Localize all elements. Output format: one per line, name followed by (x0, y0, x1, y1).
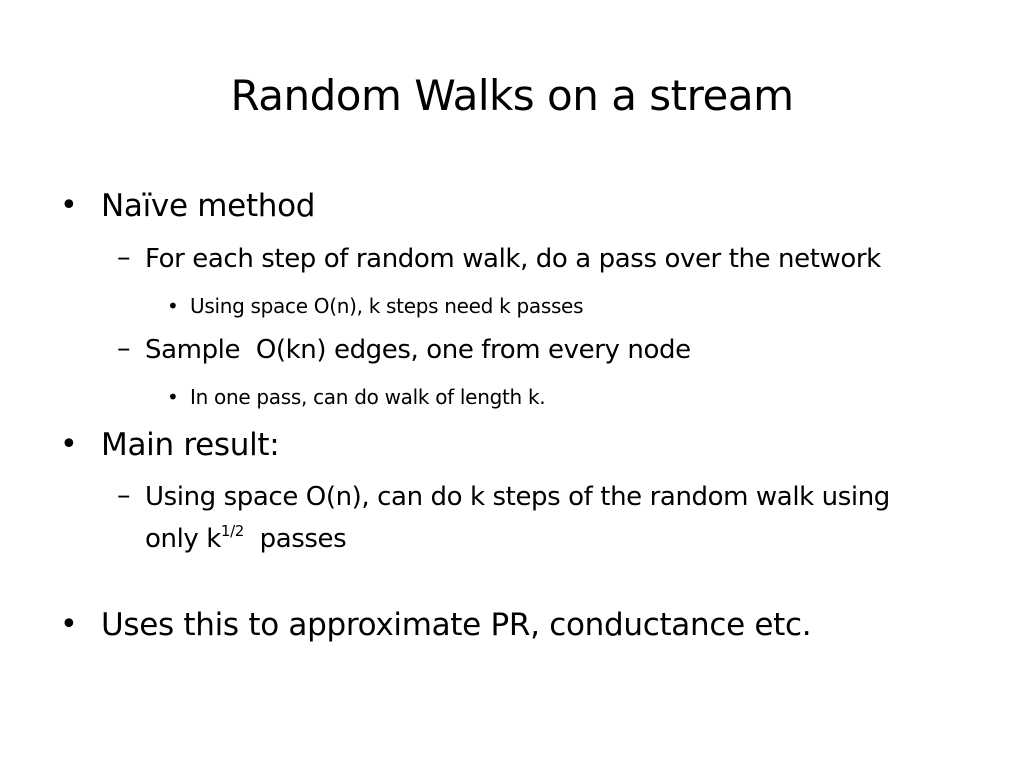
subbullet-text-line1: Using space O(n), can do k steps of the … (145, 482, 890, 512)
dash-marker: – (117, 333, 131, 364)
exponent: 1/2 (220, 522, 244, 540)
subbullet-text: For each step of random walk, do a pass … (145, 244, 881, 274)
bullet-dot: • (167, 385, 179, 409)
bullet-text: Naïve method (101, 188, 316, 224)
subbullet-text-line2: only k1/2 passes (145, 522, 347, 555)
dash-marker: – (117, 480, 131, 511)
bullet-dot: • (60, 427, 78, 462)
text-passes: passes (243, 524, 347, 554)
bullet-dot: • (167, 294, 179, 318)
bullet-dot: • (60, 607, 78, 642)
bullet-text: Main result: (101, 427, 280, 463)
subbullet-text: Sample O(kn) edges, one from every node (145, 335, 691, 365)
bullet-text: Uses this to approximate PR, conductance… (101, 607, 812, 643)
subsubbullet-text: Using space O(n), k steps need k passes (190, 294, 584, 318)
slide-title: Random Walks on a stream (230, 71, 794, 120)
bullet-dot: • (60, 188, 78, 223)
subsubbullet-text: In one pass, can do walk of length k. (190, 385, 546, 409)
text-only-k: only k (145, 524, 221, 554)
dash-marker: – (117, 242, 131, 273)
